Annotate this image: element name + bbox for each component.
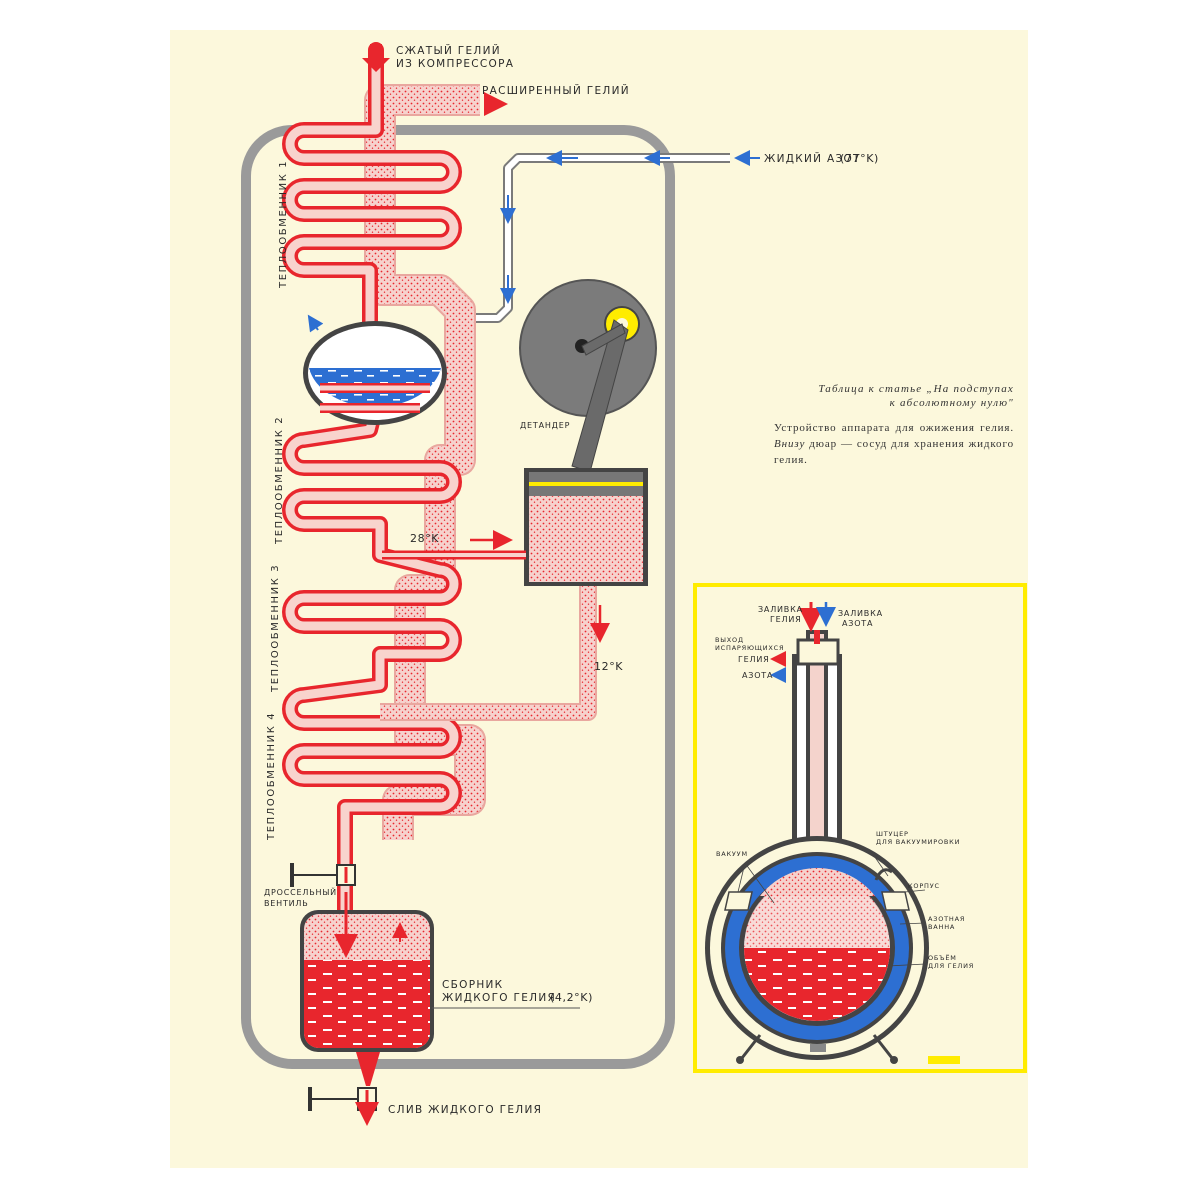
- dewar-label-outlet-1: ВЫХОД: [715, 636, 744, 644]
- caption-title-1: Таблица к статье „На подступах: [818, 383, 1014, 395]
- helium-liquefier-diagram: СЖАТЫЙ ГЕЛИЙ ИЗ КОМПРЕССОРА РАСШИРЕННЫЙ …: [241, 42, 1027, 1126]
- label-heat-exchanger-2: ТЕПЛООБМЕННИК 2: [274, 416, 285, 545]
- dewar-label-fill-nitrogen-2: АЗОТА: [842, 619, 873, 628]
- nitrogen-bath-vessel: [303, 314, 447, 425]
- caption-block: Таблица к статье „На подступах к абсолют…: [774, 382, 1014, 468]
- dewar-label-nitrogen-bath-2: ВАННА: [928, 923, 955, 931]
- dewar-label-vacuum: ВАКУУМ: [716, 850, 748, 858]
- label-compressed-helium-1: СЖАТЫЙ ГЕЛИЙ: [396, 44, 501, 57]
- caption-body-italic: Внизу: [774, 438, 806, 450]
- caption-body-1: Устройство аппарата для ожижения гелия.: [774, 422, 1014, 434]
- label-expander: ДЕТАНДЕР: [520, 421, 570, 430]
- caption-title-2: к абсолютному нулю": [889, 397, 1014, 409]
- dewar-label-fill-helium-2: ГЕЛИЯ: [770, 615, 802, 624]
- dewar-label-fitting-2: ДЛЯ ВАКУУМИРОВКИ: [876, 838, 960, 846]
- dewar-label-fill-helium-1: ЗАЛИВКА: [758, 605, 803, 614]
- dewar-label-fill-nitrogen-1: ЗАЛИВКА: [838, 609, 883, 618]
- inlet-arrow-icon: [362, 44, 390, 72]
- label-drain: СЛИВ ЖИДКОГО ГЕЛИЯ: [388, 1104, 542, 1116]
- dewar-label-helium-volume-1: ОБЪЁМ: [928, 953, 957, 962]
- label-expanded-helium: РАСШИРЕННЫЙ ГЕЛИЙ: [482, 84, 630, 97]
- liquid-helium-collector: [300, 892, 580, 1052]
- label-temp-28: 28°K: [410, 532, 439, 545]
- label-collector-temp: (4,2°K): [550, 991, 593, 1004]
- label-liquid-nitrogen-temp: (77°K): [840, 152, 879, 165]
- dewar-label-outlet-3: ГЕЛИЯ: [738, 655, 770, 664]
- label-heat-exchanger-3: ТЕПЛООБМЕННИК 3: [270, 564, 281, 693]
- throttle-valve: [290, 863, 356, 887]
- expander-cylinder: [524, 468, 648, 586]
- page-sheet: СЖАТЫЙ ГЕЛИЙ ИЗ КОМПРЕССОРА РАСШИРЕННЫЙ …: [170, 30, 1028, 1168]
- caption-body: Устройство аппарата для ожижения гелия. …: [774, 420, 1014, 468]
- drain-valve: [308, 1052, 380, 1126]
- dewar-label-outlet-2: ИСПАРЯЮЩИХСЯ: [715, 644, 784, 652]
- label-liquid-nitrogen: ЖИДКИЙ АЗОТ: [764, 152, 861, 165]
- dewar-inset: [693, 583, 1027, 1073]
- dewar-label-outlet-4: АЗОТА: [742, 671, 773, 680]
- dewar-label-nitrogen-bath-1: АЗОТНАЯ: [928, 915, 965, 923]
- label-collector-2: ЖИДКОГО ГЕЛИЯ: [442, 992, 556, 1004]
- apparatus-casing: [241, 125, 675, 1069]
- dewar-label-fitting-1: ШТУЦЕР: [876, 830, 909, 838]
- caption-body-2: дюар — сосуд для хранения жидкого гелия.: [774, 438, 1014, 466]
- dewar-label-helium-volume-2: ДЛЯ ГЕЛИЯ: [928, 962, 974, 970]
- label-compressed-helium-2: ИЗ КОМПРЕССОРА: [396, 58, 514, 70]
- label-temp-12: 12°K: [594, 660, 623, 673]
- expander-flywheel: [519, 279, 657, 473]
- dewar-label-body: КОРПУС: [908, 882, 940, 890]
- label-heat-exchanger-4: ТЕПЛООБМЕННИК 4: [266, 712, 277, 841]
- label-collector-1: СБОРНИК: [442, 979, 503, 991]
- label-throttle-valve-2: ВЕНТИЛЬ: [264, 899, 309, 908]
- label-heat-exchanger-1: ТЕПЛООБМЕННИК 1: [278, 160, 289, 289]
- label-throttle-valve-1: ДРОССЕЛЬНЫЙ: [264, 886, 337, 897]
